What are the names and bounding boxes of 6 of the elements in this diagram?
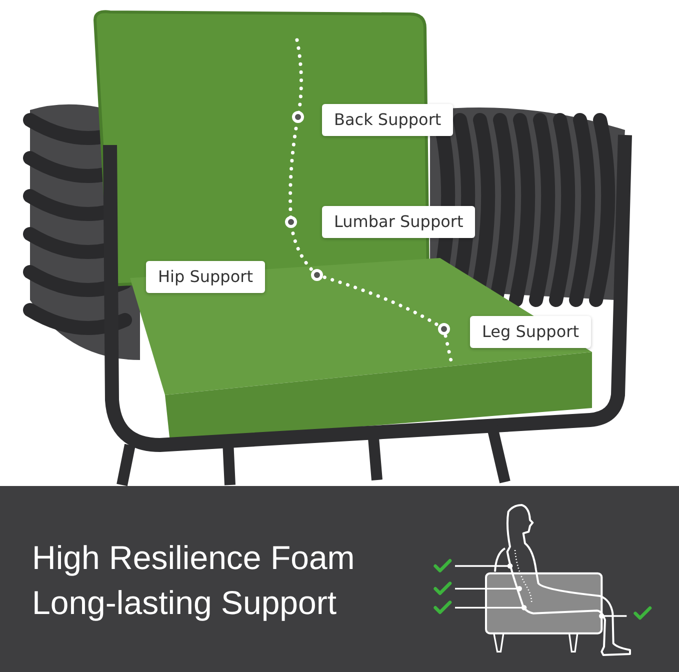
callout-label: Back Support — [322, 104, 454, 136]
headline-text: Long-lasting Support — [32, 585, 337, 622]
callout-label: Leg Support — [470, 316, 591, 348]
headline-text: High Resilience Foam — [32, 540, 355, 576]
callout-label: Lumbar Support — [322, 206, 476, 238]
callout-label: Hip Support — [146, 261, 265, 293]
